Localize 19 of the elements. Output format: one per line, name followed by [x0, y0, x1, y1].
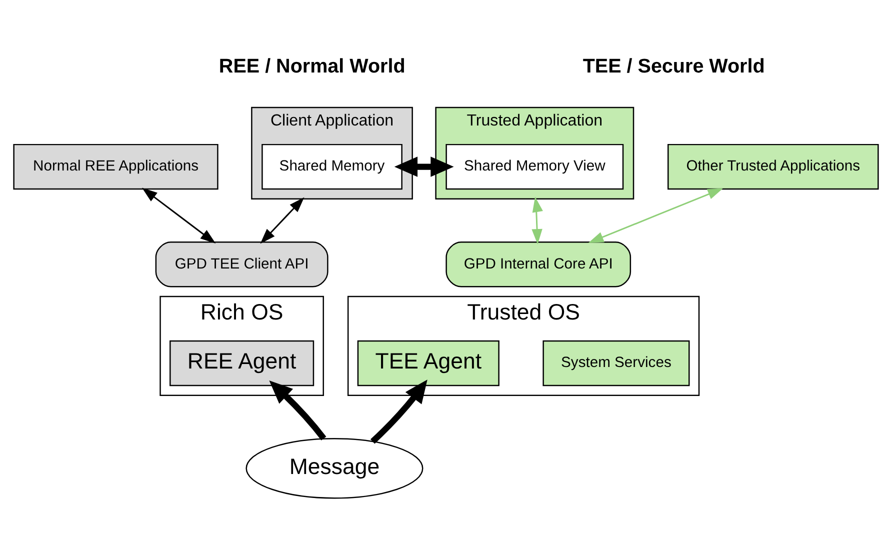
arrow [269, 380, 326, 440]
node-box: Shared Memory View [446, 143, 624, 190]
arrow [260, 196, 304, 244]
node-ellipse: Message [246, 437, 424, 498]
node-box: System Services [542, 340, 690, 386]
node-box: REE Agent [170, 340, 314, 386]
node-box: GPD TEE Client API [155, 241, 328, 287]
node-box: Shared Memory [262, 143, 402, 190]
arrow [142, 187, 216, 243]
arrow [370, 379, 428, 444]
label: REE / Normal World [218, 55, 406, 78]
node-box: Normal REE Applications [13, 143, 218, 190]
node-box: Other Trusted Applications [668, 143, 879, 190]
label: TEE / Secure World [582, 55, 765, 78]
node-box: TEE Agent [357, 340, 500, 386]
arrow [588, 188, 724, 242]
arrow [394, 156, 454, 176]
arrow [532, 196, 543, 244]
node-box: GPD Internal Core API [446, 241, 632, 287]
